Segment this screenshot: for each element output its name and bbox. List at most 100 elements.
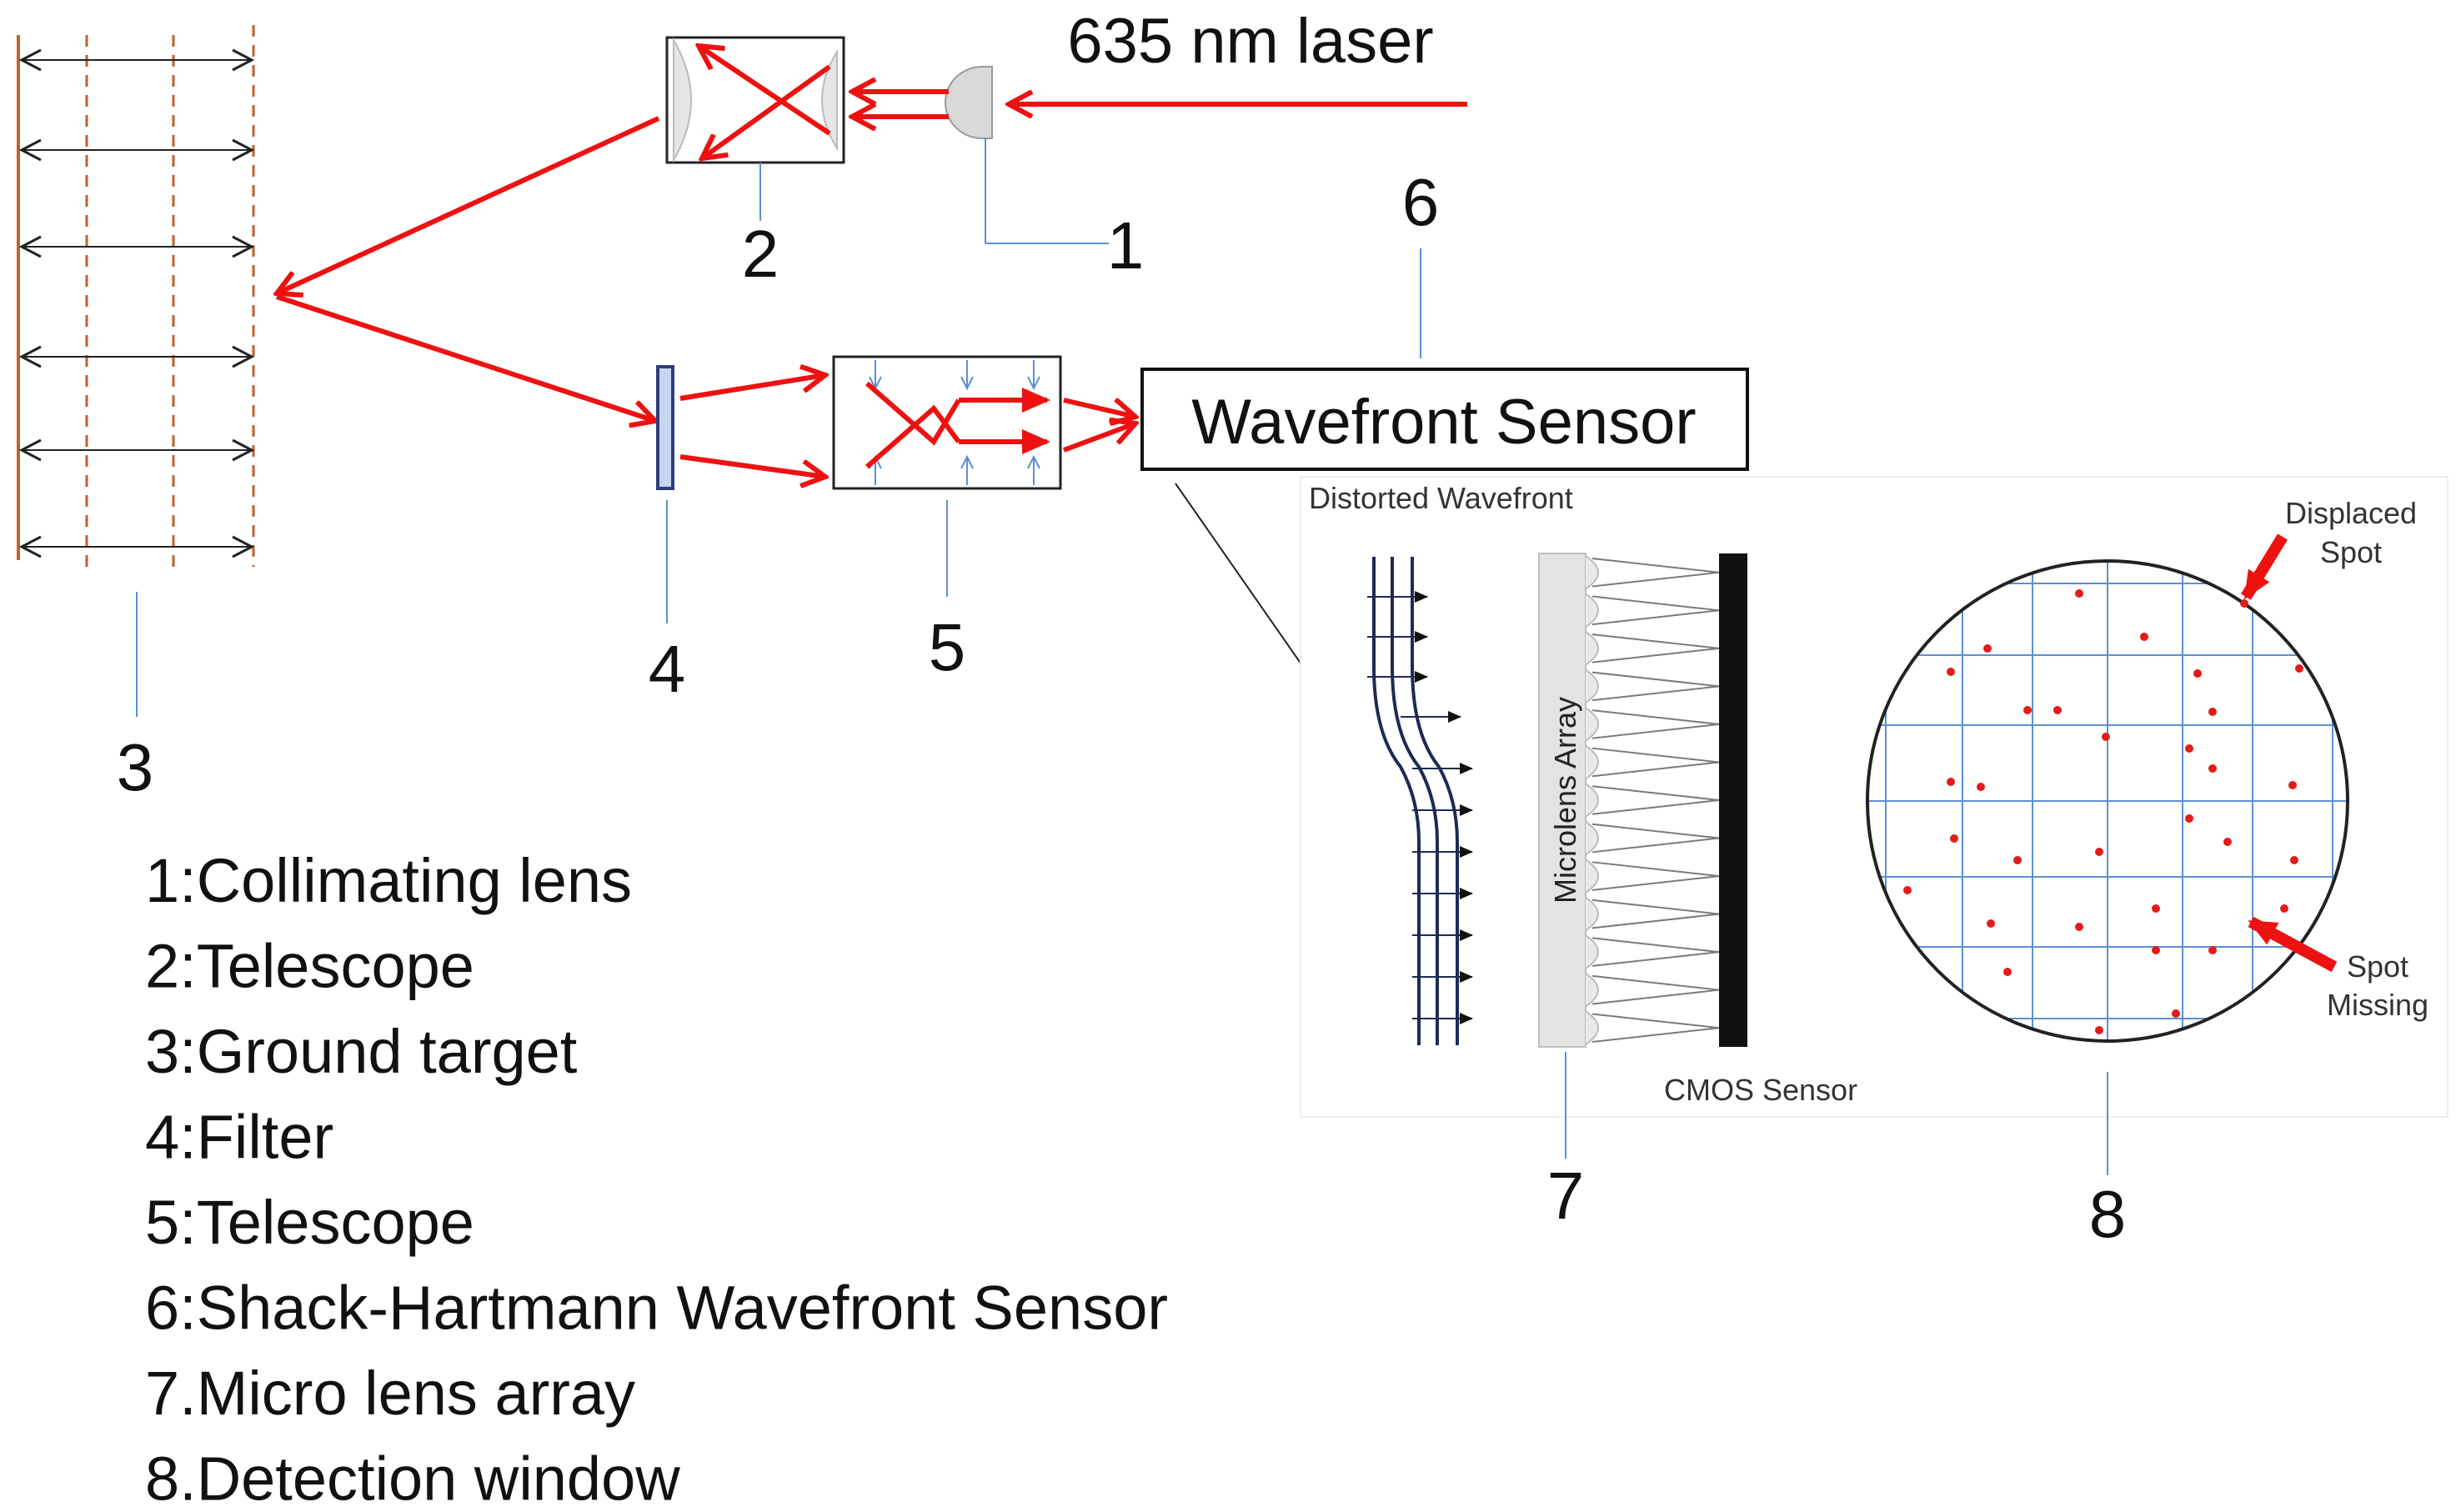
spot-missing-arrow: [2248, 916, 2338, 973]
focal-spot: [2003, 968, 2012, 976]
target-distance-arrows: [22, 60, 252, 547]
focal-spots: [1903, 589, 2303, 1034]
focal-spot: [2023, 706, 2032, 714]
legend-item: 5:Telescope: [145, 1188, 474, 1257]
collimating-lens: [945, 66, 993, 139]
lenslet: [1585, 1010, 1599, 1045]
focal-spot: [2075, 923, 2083, 931]
microlens-array: Microlens Array 7: [1538, 553, 1599, 1233]
focal-spot: [1977, 783, 1985, 791]
lenslet: [1585, 668, 1599, 703]
wavefront-propagation-arrows: [1367, 591, 1473, 1024]
microlens-lenslets: [1585, 555, 1599, 1045]
sensor-input-beam: [1062, 423, 1135, 453]
label-number-4: 4: [649, 632, 686, 706]
distorted-wavefront-label: Distorted Wavefront: [1309, 481, 1573, 515]
displaced-spot-label-line1: Displaced: [2285, 496, 2417, 530]
filter: 4: [649, 367, 825, 706]
filtered-beam: [679, 375, 825, 401]
focal-spot: [2172, 1009, 2180, 1018]
label-number-3: 3: [117, 730, 154, 804]
focal-spot: [2185, 814, 2193, 823]
focal-spot: [2185, 744, 2193, 753]
lenslet: [1585, 859, 1599, 894]
label-number-8: 8: [2089, 1177, 2127, 1251]
wavefront-sensor-box: [1140, 368, 1749, 471]
detection-window-circle: [1866, 559, 2349, 1043]
cmos-sensor: [1719, 553, 1747, 1047]
filter-plate: [656, 365, 674, 490]
lenslet: [1585, 555, 1599, 590]
focal-spot: [2152, 904, 2160, 913]
distorted-wavefront: [1372, 557, 1459, 1045]
focal-spot: [1947, 778, 1955, 786]
focal-spot: [2075, 589, 2083, 598]
microlens-array-body: [1538, 553, 1586, 1048]
focal-spot: [2095, 848, 2103, 856]
focal-spot: [1903, 886, 1912, 894]
telescope-lens: [821, 48, 838, 152]
focal-spot: [2095, 1026, 2103, 1034]
transmit-telescope: 2: [665, 36, 845, 291]
legend-item: 7.Micro lens array: [145, 1359, 635, 1428]
lenslet: [1585, 973, 1599, 1008]
spot-missing-label-line2: Missing: [2327, 988, 2428, 1022]
lenslet: [1585, 783, 1599, 818]
return-beam: [276, 294, 655, 421]
label-number-1: 1: [1107, 208, 1145, 283]
focal-spot: [2208, 708, 2217, 716]
detail-panel-frame: [1300, 476, 2448, 1118]
focal-spot: [2102, 733, 2110, 741]
telescope-ray: [699, 46, 831, 136]
wavefront-sensor: 6 Wavefront Sensor: [1140, 165, 1749, 730]
label-number-6: 6: [1402, 165, 1440, 239]
legend-item: 6:Shack-Hartmann Wavefront Sensor: [145, 1274, 1168, 1343]
legend-item: 4:Filter: [145, 1103, 333, 1172]
focal-spot: [2240, 599, 2248, 608]
sensor-detail-panel: Distorted Wavefront Microlens Array 7 CM…: [1300, 476, 2448, 1251]
focal-spot: [2208, 946, 2217, 954]
component-legend: 1:Collimating lens 2:Telescope 3:Ground ta…: [145, 846, 1168, 1512]
label-number-5: 5: [929, 610, 966, 684]
lenslet: [1585, 744, 1599, 780]
focal-spot: [1950, 834, 1958, 843]
focal-spot: [2208, 764, 2217, 773]
lens-markers: [875, 360, 1034, 485]
focal-spot: [2223, 838, 2232, 846]
focal-spot: [1983, 644, 1992, 653]
legend-item: 3:Ground target: [145, 1017, 578, 1086]
filtered-beam: [679, 454, 825, 477]
focal-spot: [1947, 668, 1955, 676]
spot-missing-label-line1: Spot: [2347, 949, 2408, 984]
focal-spot: [2290, 856, 2298, 864]
lenslet: [1585, 820, 1599, 856]
cmos-sensor-label: CMOS Sensor: [1664, 1073, 1857, 1107]
sensor-input-beam: [1063, 400, 1135, 417]
telescope-box: [665, 36, 845, 164]
lenslet: [1585, 593, 1599, 628]
focal-spot: [2193, 669, 2202, 678]
wavefront-sensor-label: Wavefront Sensor: [1191, 387, 1696, 458]
focal-spot: [2280, 904, 2288, 913]
focal-spot: [1987, 919, 1995, 928]
telescope-ray: [865, 381, 961, 446]
lenslet: [1585, 934, 1599, 969]
lenslet: [1585, 897, 1599, 932]
microlens-array-label: Microlens Array: [1548, 697, 1582, 904]
focal-spot: [2140, 633, 2148, 641]
legend-item: 2:Telescope: [145, 932, 474, 1001]
lenslet: [1585, 707, 1599, 742]
laser-label: 635 nm laser: [1067, 6, 1433, 77]
telescope-ray: [865, 404, 961, 469]
outgoing-beam: [277, 116, 660, 293]
telescope-ray: [702, 64, 831, 158]
label-number-7: 7: [1547, 1159, 1585, 1233]
label-number-2: 2: [742, 217, 779, 291]
lenslet: [1585, 631, 1599, 666]
focal-spot: [2288, 781, 2297, 789]
displaced-spot-label-line2: Spot: [2320, 535, 2382, 569]
focal-spot: [2295, 664, 2303, 673]
legend-item: 1:Collimating lens: [145, 846, 632, 915]
